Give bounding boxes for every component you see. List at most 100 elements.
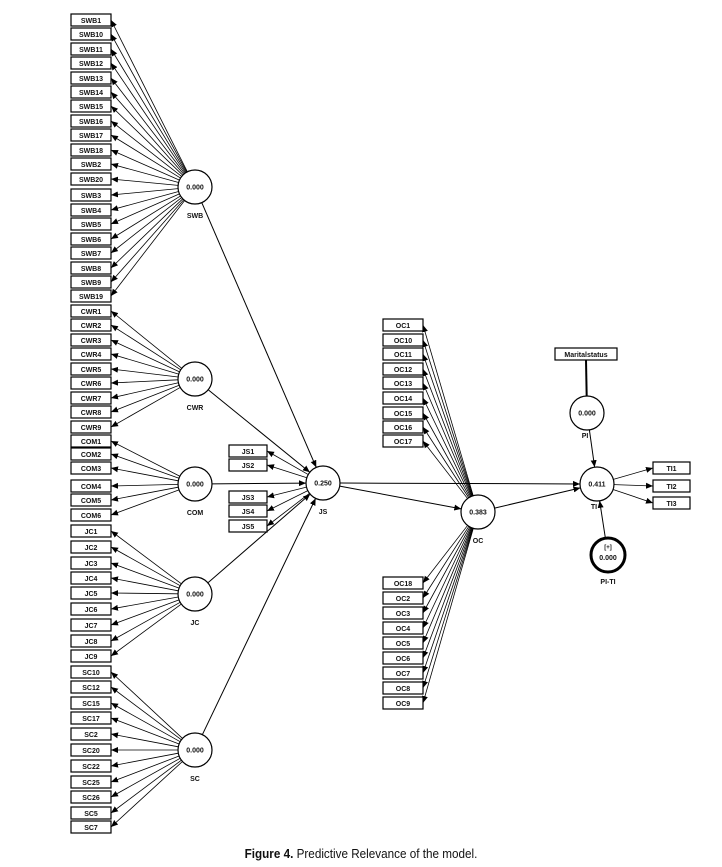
indicator-box-ti1[interactable]: TI1 [652,461,691,475]
indicator-box-jc7[interactable]: JC7 [70,618,112,632]
caption-text: Predictive Relevance of the model. [293,846,478,861]
indicator-box-oc2[interactable]: OC2 [382,591,424,605]
indicator-box-oc3[interactable]: OC3 [382,606,424,620]
indicator-box-cwr9[interactable]: CWR9 [70,420,112,434]
indicator-box-swb13[interactable]: SWB13 [70,71,112,85]
indicator-box-swb7[interactable]: SWB7 [70,246,112,260]
indicator-box-sc17[interactable]: SC17 [70,711,112,725]
indicator-box-oc8[interactable]: OC8 [382,681,424,695]
indicator-box-sc7[interactable]: SC7 [70,820,112,834]
indicator-box-jc9[interactable]: JC9 [70,649,112,663]
indicator-box-cwr1[interactable]: CWR1 [70,304,112,318]
indicator-box-oc5[interactable]: OC5 [382,636,424,650]
indicator-box-swb6[interactable]: SWB6 [70,232,112,246]
indicator-box-jc4[interactable]: JC4 [70,571,112,585]
indicator-box-sc10[interactable]: SC10 [70,665,112,679]
indicator-box-js5[interactable]: JS5 [228,519,268,533]
indicator-box-cwr7[interactable]: CWR7 [70,391,112,405]
indicator-box-oc6[interactable]: OC6 [382,651,424,665]
indicator-box-jc6[interactable]: JC6 [70,602,112,616]
indicator-box-com2[interactable]: COM2 [70,447,112,461]
indicator-box-oc14[interactable]: OC14 [382,391,424,405]
indicator-label: CWR5 [81,367,102,374]
indicator-box-com6[interactable]: COM6 [70,508,112,522]
indicator-box-js4[interactable]: JS4 [228,504,268,518]
indicator-box-oc12[interactable]: OC12 [382,362,424,376]
indicator-box-swb16[interactable]: SWB16 [70,114,112,128]
indicator-box-cwr5[interactable]: CWR5 [70,362,112,376]
indicator-edge [110,603,182,657]
indicator-box-swb17[interactable]: SWB17 [70,128,112,142]
indicator-box-oc9[interactable]: OC9 [382,696,424,710]
indicator-box-sc26[interactable]: SC26 [70,790,112,804]
indicator-box-swb9[interactable]: SWB9 [70,275,112,289]
indicator-box-oc11[interactable]: OC11 [382,347,424,361]
indicator-box-ti3[interactable]: TI3 [652,496,691,510]
indicator-box-swb19[interactable]: SWB19 [70,289,112,303]
indicator-box-js3[interactable]: JS3 [228,490,268,504]
indicator-box-swb1[interactable]: SWB1 [70,13,112,27]
indicator-box-cwr3[interactable]: CWR3 [70,333,112,347]
indicator-box-com4[interactable]: COM4 [70,479,112,493]
indicator-box-oc17[interactable]: OC17 [382,434,424,448]
indicator-box-jc8[interactable]: JC8 [70,634,112,648]
indicator-box-oc13[interactable]: OC13 [382,376,424,390]
indicator-box-ti2[interactable]: TI2 [652,479,691,493]
indicator-box-oc16[interactable]: OC16 [382,420,424,434]
indicator-box-com3[interactable]: COM3 [70,461,112,475]
indicator-box-oc18[interactable]: OC18 [382,576,424,590]
indicator-box-oc4[interactable]: OC4 [382,621,424,635]
indicator-edge [110,671,183,739]
indicator-box-swb11[interactable]: SWB11 [70,42,112,56]
indicator-box-sc22[interactable]: SC22 [70,759,112,773]
indicator-box-swb5[interactable]: SWB5 [70,217,112,231]
indicator-box-swb14[interactable]: SWB14 [70,85,112,99]
indicator-box-cwr4[interactable]: CWR4 [70,347,112,361]
indicator-box-sc12[interactable]: SC12 [70,680,112,694]
indicator-box-swb3[interactable]: SWB3 [70,188,112,202]
indicator-box-swb8[interactable]: SWB8 [70,261,112,275]
indicator-box-oc7[interactable]: OC7 [382,666,424,680]
indicator-box-sc15[interactable]: SC15 [70,696,112,710]
indicator-box-oc15[interactable]: OC15 [382,406,424,420]
indicator-box-jc5[interactable]: JC5 [70,586,112,600]
indicator-box-swb18[interactable]: SWB18 [70,143,112,157]
indicator-edge [110,596,179,611]
indicator-box-jc2[interactable]: JC2 [70,540,112,554]
indicator-box-sc25[interactable]: SC25 [70,775,112,789]
indicator-box-js2[interactable]: JS2 [228,458,268,472]
indicator-box-swb4[interactable]: SWB4 [70,203,112,217]
indicator-box-maritalstatus[interactable]: Maritalstatus [554,347,618,361]
indicator-box-swb15[interactable]: SWB15 [70,99,112,113]
indicator-box-oc10[interactable]: OC10 [382,333,424,347]
construct-value: 0.383 [469,510,487,517]
indicator-box-jc1[interactable]: JC1 [70,524,112,538]
indicator-box-com1[interactable]: COM1 [70,434,112,448]
indicator-box-swb10[interactable]: SWB10 [70,27,112,41]
indicator-box-swb12[interactable]: SWB12 [70,56,112,70]
indicator-box-swb20[interactable]: SWB20 [70,172,112,186]
indicator-box-js1[interactable]: JS1 [228,444,268,458]
indicator-box-jc3[interactable]: JC3 [70,556,112,570]
indicator-box-sc5[interactable]: SC5 [70,806,112,820]
construct-piti[interactable]: 0.000[+]PI-TI [589,536,627,586]
indicator-box-swb2[interactable]: SWB2 [70,157,112,171]
indicator-box-com5[interactable]: COM5 [70,493,112,507]
indicator-box-sc20[interactable]: SC20 [70,743,112,757]
indicator-box-sc2[interactable]: SC2 [70,727,112,741]
indicator-box-cwr6[interactable]: CWR6 [70,376,112,390]
indicator-box-cwr8[interactable]: CWR8 [70,405,112,419]
indicator-box-oc1[interactable]: OC1 [382,318,424,332]
indicator-box-cwr2[interactable]: CWR2 [70,318,112,332]
indicator-rect [228,444,268,458]
indicator-edge [110,757,181,798]
